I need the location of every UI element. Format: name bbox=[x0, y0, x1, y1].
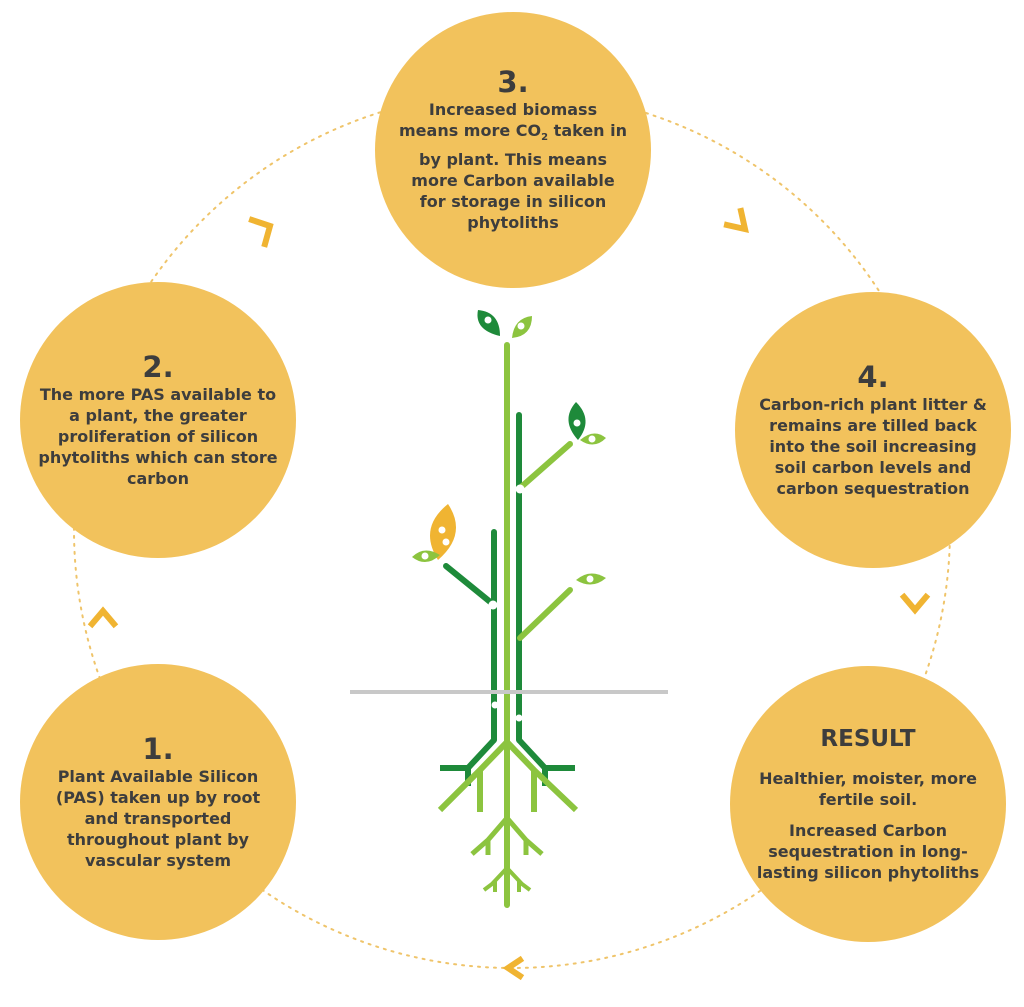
step-3-text: Increased biomass means more CO2 taken i… bbox=[399, 99, 627, 232]
leaf-upper-right-dark bbox=[568, 402, 586, 440]
result-title: RESULT bbox=[820, 725, 916, 752]
cycle-arrow-result-to-step1 bbox=[502, 955, 525, 981]
cycle-arrow-step3-to-step4 bbox=[723, 207, 749, 233]
lower-right-branch bbox=[517, 587, 573, 641]
step-2-number: 2. bbox=[142, 349, 174, 384]
leaf-top-dark bbox=[477, 310, 500, 336]
upper-right-branch bbox=[517, 441, 573, 491]
left-branch bbox=[443, 563, 497, 608]
plant-illustration bbox=[412, 310, 606, 908]
stem-joint-dot bbox=[515, 484, 525, 494]
step-4-text: Carbon-rich plant litter & remains are t… bbox=[759, 394, 987, 498]
result-bubble: RESULT Healthier, moister, more fertile … bbox=[730, 666, 1006, 942]
plant-roots bbox=[437, 737, 579, 892]
result-line-2: Increased Carbon sequestration in long-l… bbox=[756, 820, 980, 882]
co2-subscript: 2 bbox=[541, 132, 549, 144]
leaf-upper-right-light bbox=[580, 433, 606, 445]
step-4-bubble: 4. Carbon-rich plant litter & remains ar… bbox=[735, 292, 1011, 568]
cycle-arrow-step2-to-step3 bbox=[248, 216, 274, 248]
step-3-bubble: 3. Increased biomass means more CO2 take… bbox=[375, 12, 651, 288]
step-3-text-end: taken in by plant. This means more Carbo… bbox=[411, 121, 628, 232]
step-4-number: 4. bbox=[857, 359, 889, 394]
step-3-number: 3. bbox=[497, 65, 529, 100]
cycle-arrow-step4-to-result bbox=[899, 592, 931, 615]
step-3-text-start: Increased biomass means more CO bbox=[399, 100, 598, 141]
cycle-arrow-step1-to-step2 bbox=[87, 606, 119, 629]
step-2-text: The more PAS available to a plant, the g… bbox=[38, 384, 278, 488]
leaf-lower-right-light bbox=[576, 573, 606, 585]
step-1-bubble: 1. Plant Available Silicon (PAS) taken u… bbox=[20, 664, 296, 940]
stem-joint-dot bbox=[515, 714, 523, 722]
step-2-bubble: 2. The more PAS available to a plant, th… bbox=[20, 282, 296, 558]
leaf-orange bbox=[430, 504, 456, 560]
stem-joint-dot bbox=[491, 701, 499, 709]
leaf-left-light bbox=[412, 550, 440, 563]
leaf-top-light bbox=[512, 316, 532, 338]
stem-joint-dot bbox=[488, 600, 498, 610]
result-line-1: Healthier, moister, more fertile soil. bbox=[759, 768, 977, 809]
step-1-text: Plant Available Silicon (PAS) taken up b… bbox=[55, 766, 261, 870]
step-1-number: 1. bbox=[142, 731, 174, 766]
